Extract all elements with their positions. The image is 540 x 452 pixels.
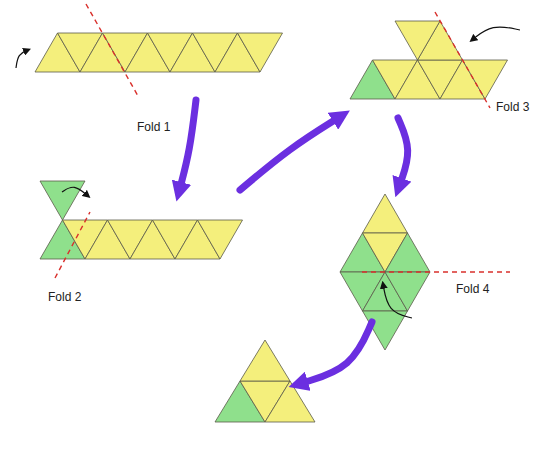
fold-label: Fold 4 [456, 282, 489, 296]
fold-label: Fold 3 [496, 100, 529, 114]
fold-line [435, 12, 490, 108]
fold-direction-arrow [62, 187, 88, 196]
fold-label: Fold 1 [137, 120, 170, 134]
paper-triangle [395, 21, 440, 60]
paper-triangle [240, 340, 290, 381]
paper-triangle [385, 272, 430, 311]
fold-line [86, 4, 138, 96]
fold-line [362, 271, 510, 272]
fold-direction-arrow [383, 284, 412, 318]
paper-triangle [363, 194, 408, 233]
step-arrow [240, 118, 338, 190]
step-arrow [302, 322, 372, 383]
fold-label: Fold 2 [48, 290, 81, 304]
paper-triangle [385, 233, 430, 272]
fold-direction-arrow [472, 27, 520, 40]
paper-triangle [463, 60, 508, 99]
fold-line [55, 212, 90, 278]
fold-direction-arrow [16, 50, 28, 68]
step-arrow [398, 118, 408, 184]
step-arrow [180, 100, 196, 188]
paper-triangle [265, 381, 315, 422]
paper-triangle [238, 33, 283, 72]
paper-triangle [40, 181, 85, 220]
paper-triangle [198, 220, 243, 259]
